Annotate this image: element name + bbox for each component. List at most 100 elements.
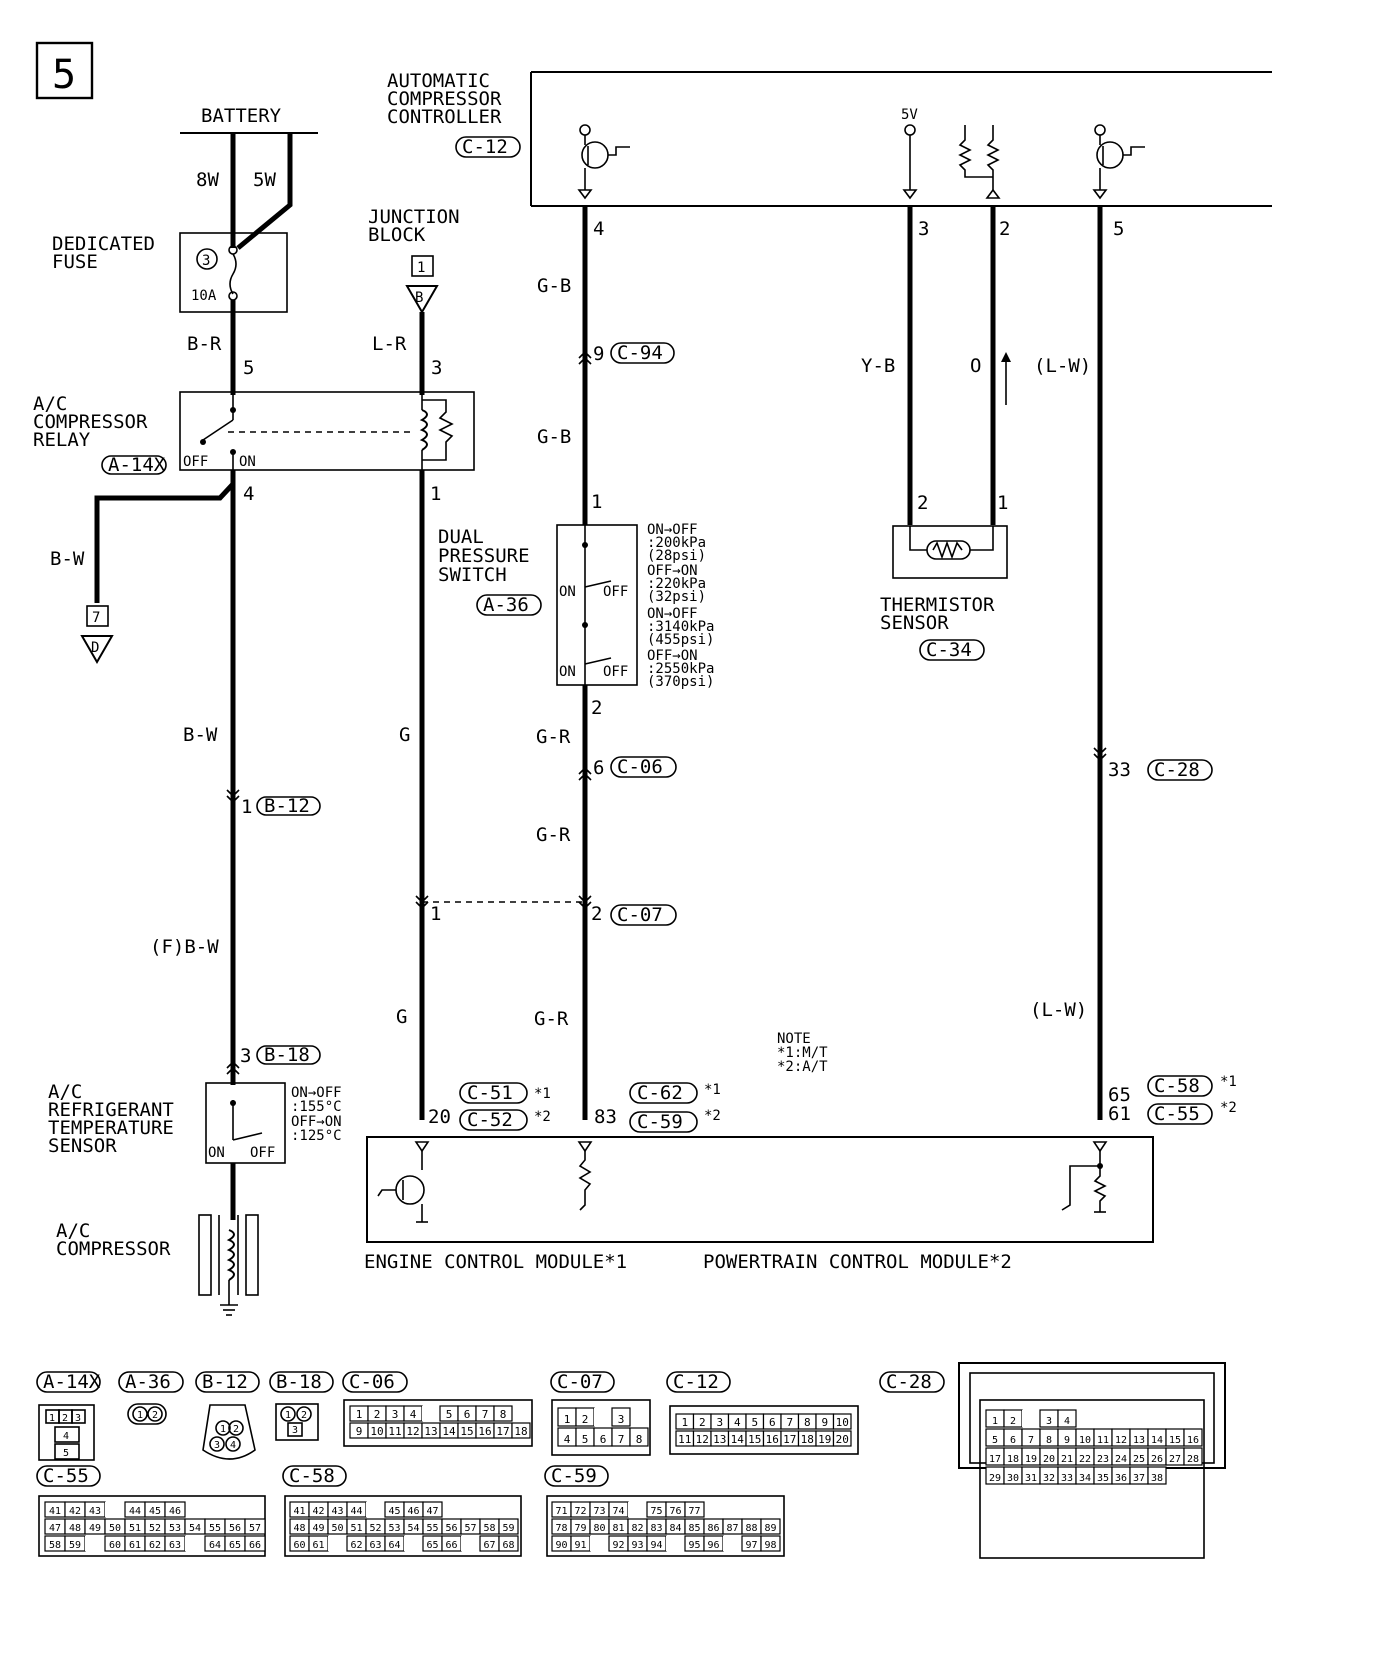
c55-pin-number: 42 [69, 1506, 81, 1517]
relay-off-label: OFF [183, 454, 208, 470]
legend-a36-pin [147, 1406, 163, 1422]
c55-pin-number: 52 [149, 1523, 161, 1534]
relay-title-1: A/C [33, 393, 67, 415]
ecm-transistor-icon [395, 1175, 425, 1205]
c59-pin-cell [760, 1518, 781, 1535]
dual-spec-11: :2550kPa [647, 661, 714, 677]
c58-pin-number: 64 [388, 1540, 400, 1551]
c28-pin-number: 31 [1025, 1473, 1037, 1484]
c94-badge [610, 342, 675, 364]
legend-b12-cell-4: 4 [230, 1440, 236, 1451]
relay-switch-arm [202, 419, 234, 441]
c12-pin-number: 15 [748, 1433, 761, 1446]
legend-b12-pin [225, 1436, 241, 1452]
c59-pin-number: 72 [574, 1506, 586, 1517]
dual-title-1: DUAL [438, 526, 484, 548]
wire-gr-label-2: G-R [536, 824, 571, 846]
wire-gr-label-1: G-R [536, 726, 571, 748]
c58-pin-cell [498, 1518, 519, 1535]
c12-pin-number: 6 [769, 1416, 776, 1429]
relay-on-label: ON [239, 454, 256, 470]
dual-spec-8: :3140kPa [647, 619, 714, 635]
c06-pin-number: 15 [460, 1425, 473, 1438]
c28-pin-number: 36 [1115, 1473, 1127, 1484]
c58-pin-number: 61 [312, 1540, 324, 1551]
c59-pin-number: 96 [707, 1540, 719, 1551]
transistor-1-pin-arrow [577, 189, 593, 200]
c28-pin-number: 13 [1133, 1435, 1145, 1446]
c28-pin-number: 20 [1043, 1454, 1055, 1465]
c55-pin-number: 56 [229, 1523, 241, 1534]
relay-title-3: RELAY [33, 429, 91, 451]
c06-pin-number: 2 [374, 1408, 381, 1421]
current-arrow-head [1001, 352, 1011, 362]
ground-letter: D [91, 640, 99, 656]
refrig-title-2: REFRIGERANT [48, 1099, 174, 1121]
controller-connector-badge [455, 136, 521, 158]
fuse-number: 3 [202, 253, 210, 269]
legend-a14x-body [38, 1404, 95, 1461]
c28-pin-number: 35 [1097, 1473, 1109, 1484]
relay-pin-3: 3 [431, 357, 442, 379]
wire-gb-label-2: G-B [537, 426, 571, 448]
c55-pin-number: 59 [69, 1540, 81, 1551]
c52-note: *2 [534, 1109, 551, 1125]
junction-letter: B [415, 290, 423, 306]
c55-pin-number: 48 [69, 1523, 81, 1534]
thermistor-title-2: SENSOR [880, 612, 949, 634]
legend-b12-body [202, 1404, 256, 1460]
c59-pin-number: 91 [574, 1540, 586, 1551]
legend-b18-cell-1: 1 [285, 1410, 291, 1421]
c12-pin-number: 19 [818, 1433, 831, 1446]
c58-pin-number: 59 [502, 1523, 514, 1534]
c06-pin-cell [493, 1405, 513, 1422]
c55-pin-number: 46 [169, 1506, 181, 1517]
dual-spec-6: (32psi) [647, 589, 706, 605]
c55-pin-number: 54 [189, 1523, 201, 1534]
refrig-on-label: ON [208, 1145, 225, 1161]
c55-pin-cell [105, 1502, 125, 1517]
legend-b12-badge [195, 1371, 260, 1393]
controller-5v: 5V [901, 107, 918, 123]
c28-pin-number: 18 [1007, 1454, 1019, 1465]
c28-pin-number: 14 [1151, 1435, 1163, 1446]
relay-resistor [422, 399, 454, 461]
legend-a14x-cell [54, 1443, 80, 1460]
c55-note: *2 [1220, 1100, 1237, 1116]
compressor-title-1: A/C [56, 1220, 90, 1242]
dual-spec-4: OFF→ON [647, 563, 698, 579]
c58-pin-cell [422, 1501, 443, 1518]
c12-pin-number: 16 [766, 1433, 779, 1446]
c06-mark [578, 766, 592, 781]
c55-pin-number: 57 [249, 1523, 261, 1534]
c55-pin-number: 61 [129, 1540, 141, 1551]
c58-pin-number: 65 [426, 1540, 438, 1551]
transistor-2-bias [1123, 146, 1145, 156]
refrig-sensor-box [205, 1082, 286, 1164]
refrig-title-4: SENSOR [48, 1135, 117, 1157]
c28-connector: C-28 [1154, 759, 1200, 781]
legend-a14x: A-14X 1 2 3 4 5 [36, 1371, 101, 1461]
c07-pin-1: 1 [430, 903, 441, 925]
c12-pin-number: 12 [696, 1433, 709, 1446]
c55-badge [1147, 1103, 1213, 1125]
c58-pin-number: 67 [483, 1540, 495, 1551]
c07-pin-number: 7 [618, 1433, 625, 1446]
c28-pin-number: 10 [1079, 1435, 1091, 1446]
c55-pin-cell [244, 1518, 266, 1535]
c58-pin-number: 63 [369, 1540, 381, 1551]
controller-title-2: COMPRESSOR [387, 88, 502, 110]
c28-pin-number: 19 [1025, 1454, 1037, 1465]
ground-box-number: 7 [92, 610, 100, 626]
c12-pin-number: 17 [783, 1433, 796, 1446]
dual-spec-1: ON→OFF [647, 522, 698, 538]
refrig-off-label: OFF [250, 1145, 275, 1161]
dual-on-2: ON [559, 664, 576, 680]
c55-pin-number: 49 [89, 1523, 101, 1534]
legend-a36-cell-1: 1 [137, 1410, 143, 1421]
wire-8w-label: 8W [196, 169, 219, 191]
